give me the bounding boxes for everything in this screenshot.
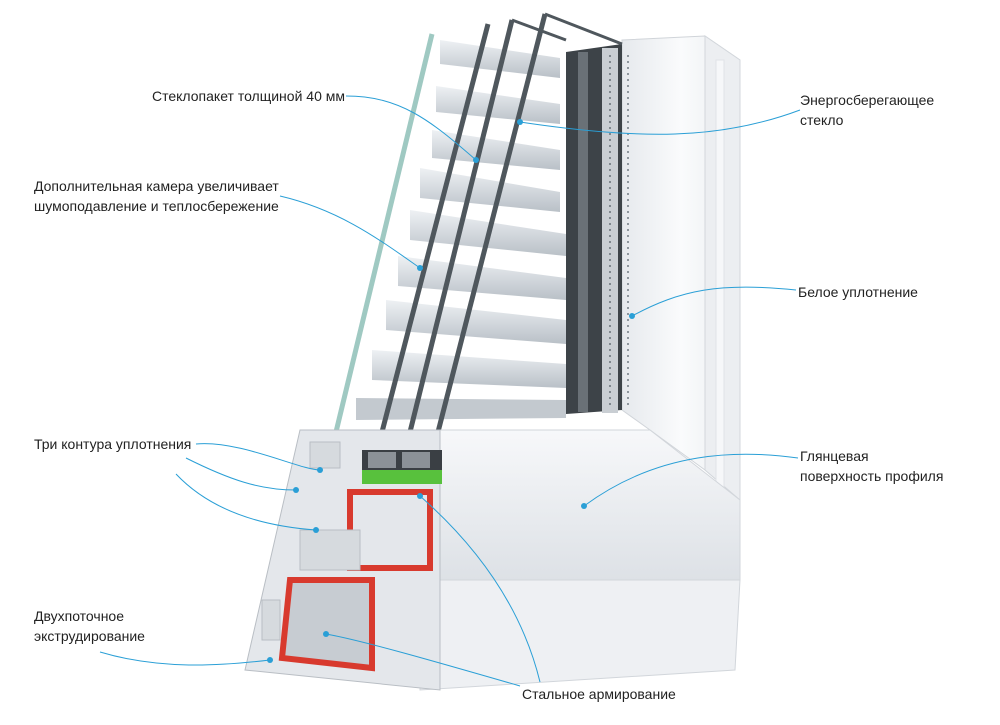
leader-steel-b bbox=[325, 633, 521, 687]
leader-dot bbox=[417, 265, 423, 271]
leader-seals-c bbox=[175, 473, 317, 531]
leader-glossy bbox=[583, 453, 799, 507]
frame-vertical bbox=[621, 35, 741, 502]
profile-section bbox=[244, 429, 442, 691]
leader-dot bbox=[629, 313, 635, 319]
leader-dot bbox=[267, 657, 273, 663]
leader-lines bbox=[99, 95, 801, 687]
leader-dot bbox=[313, 527, 319, 533]
leader-seals-a bbox=[195, 443, 321, 471]
leader-dot bbox=[317, 467, 323, 473]
label-steel: Стальное армирование bbox=[522, 686, 676, 702]
label-white-seal: Белое уплотнение bbox=[798, 284, 918, 300]
glass-panes bbox=[333, 12, 623, 433]
leader-steel-a bbox=[419, 495, 541, 683]
leader-dots bbox=[267, 119, 635, 663]
leader-energy bbox=[519, 109, 801, 135]
leader-dot bbox=[473, 157, 479, 163]
leader-extra-chamber bbox=[279, 195, 421, 269]
leader-dot bbox=[293, 487, 299, 493]
leader-dot bbox=[417, 493, 423, 499]
leader-coextrusion bbox=[99, 651, 271, 666]
leader-seals-b bbox=[185, 457, 297, 491]
glass-spacer bbox=[566, 44, 629, 414]
leader-dot bbox=[581, 503, 587, 509]
frame-sill bbox=[419, 429, 741, 691]
label-extra-chamber: Дополнительная камера увеличивает шумопо… bbox=[34, 178, 279, 214]
leader-glass-unit bbox=[345, 95, 477, 161]
label-glass-unit: Стеклопакет толщиной 40 мм bbox=[152, 88, 345, 104]
leader-white-seal bbox=[631, 286, 797, 317]
label-seals: Три контура уплотнения bbox=[34, 436, 192, 452]
label-glossy: Глянцевая поверхность профиля bbox=[800, 448, 944, 484]
label-coextrusion: Двухпоточное экструдирование bbox=[34, 608, 145, 644]
label-energy-glass: Энергосберегающее стекло bbox=[800, 92, 935, 128]
leader-dot bbox=[323, 631, 329, 637]
leader-dot bbox=[517, 119, 523, 125]
